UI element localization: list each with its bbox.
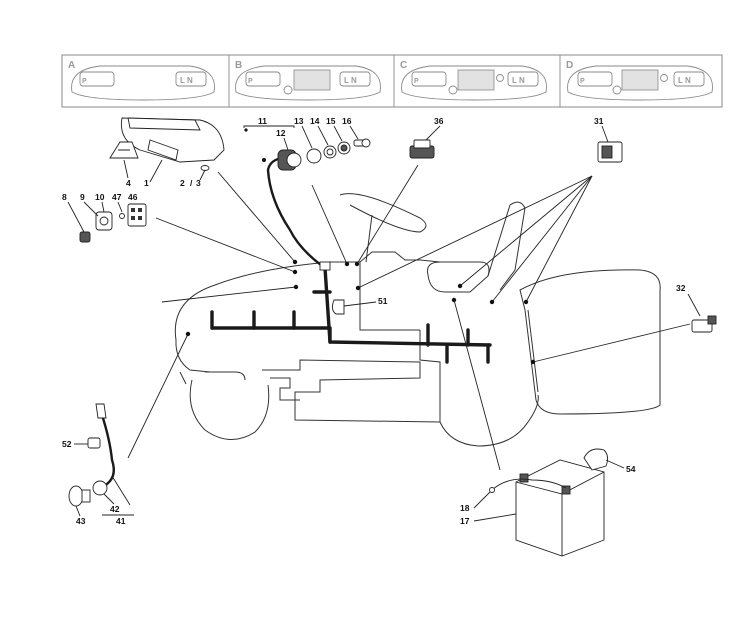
part-4-bracket [109,141,139,159]
label-16: 16 [342,116,352,126]
dashboard-panel-b: B P L N [235,60,381,101]
gear-indicator-icon [175,71,207,87]
label-2: 2 [180,178,185,188]
label-54: 54 [626,464,636,474]
gear-indicator-icon [507,71,539,87]
gear-indicator-icon [673,71,705,87]
label-8: 8 [62,192,67,202]
label-10: 10 [95,192,105,202]
hour-meter-display [457,69,495,91]
hour-meter-display [621,69,659,91]
label-1: 1 [144,178,149,188]
parking-lamp-label: P [82,78,87,85]
label-17: 17 [460,516,470,526]
label-14: 14 [310,116,320,126]
gear-indicator-icon [339,71,371,87]
label-47: 47 [112,192,122,202]
label-36: 36 [434,116,444,126]
part-31-switch [597,141,623,163]
dashboard-variant-strip: A P L N B P L N C P L [61,54,723,108]
gear-indicator-label: L N [678,76,691,85]
parking-lamp-label: P [248,78,253,85]
part-51-clip [331,299,345,315]
label-41: 41 [116,516,126,526]
part-13-nut [306,148,322,164]
gear-indicator-label: L N [344,76,357,85]
parking-lamp-label: P [580,78,585,85]
part-18-battery-cable [491,478,567,491]
warning-lamps-icon [411,71,447,87]
parking-lamp-label: P [414,78,419,85]
label-51: 51 [378,296,388,306]
label-9: 9 [80,192,85,202]
part-54-terminal-cap [583,448,609,471]
svg-text:/: / [190,178,193,188]
hour-meter-display [293,69,331,91]
label-3: 3 [196,178,201,188]
warning-lamps-icon [577,71,613,87]
label-42: 42 [110,504,120,514]
part-43-bulb [68,485,91,507]
label-43: 43 [76,516,86,526]
gear-indicator-label: L N [180,76,193,85]
indicator-light-icon [448,85,458,95]
indicator-light-icon [283,85,293,95]
part-8-connector [79,231,91,243]
part-36-switch [409,139,435,159]
label-15: 15 [326,116,336,126]
warning-lamps-icon [245,71,281,87]
label-18: 18 [460,503,470,513]
label-13: 13 [294,116,304,126]
part-32-switch [691,315,717,333]
indicator-light-icon [612,85,622,95]
part-41-lamp-harness [100,413,115,488]
gear-indicator-label: L N [512,76,525,85]
part-47-pin [119,213,125,219]
part-17-battery [515,459,605,557]
part-52-connector [87,437,101,449]
dashboard-panel-a: A P L N [68,60,215,101]
panel-letter-a: A [68,60,75,71]
panel-letter-c: C [400,60,407,71]
dashboard-panel-d: D P L N [566,60,713,101]
label-52: 52 [62,439,72,449]
panel-letter-d: D [566,60,573,71]
label-31: 31 [594,116,604,126]
part-2-3-clip [200,165,210,171]
part-12-ignition-switch [277,149,302,171]
leader-lines [127,120,691,471]
part-labels: 1 2 / 3 4 8 9 10 47 46 11 12 13 14 15 16… [62,116,701,526]
part-46-relay [127,203,147,227]
tractor-outline [174,193,661,447]
label-11: 11 [258,116,267,126]
part-16-key [353,138,371,148]
indicator-light-icon [496,74,504,82]
warning-lamps-icon [79,71,115,87]
part-42-lamp-holder [92,480,108,496]
label-12: 12 [276,128,286,138]
wiring-harness [210,156,492,364]
indicator-light-icon [660,74,668,82]
panel-letter-b: B [235,60,242,71]
label-4: 4 [126,178,131,188]
dashboard-panel-c: C P L N [400,60,547,101]
label-46: 46 [128,192,138,202]
label-32: 32 [676,283,686,293]
part-1-dashboard [120,117,225,163]
